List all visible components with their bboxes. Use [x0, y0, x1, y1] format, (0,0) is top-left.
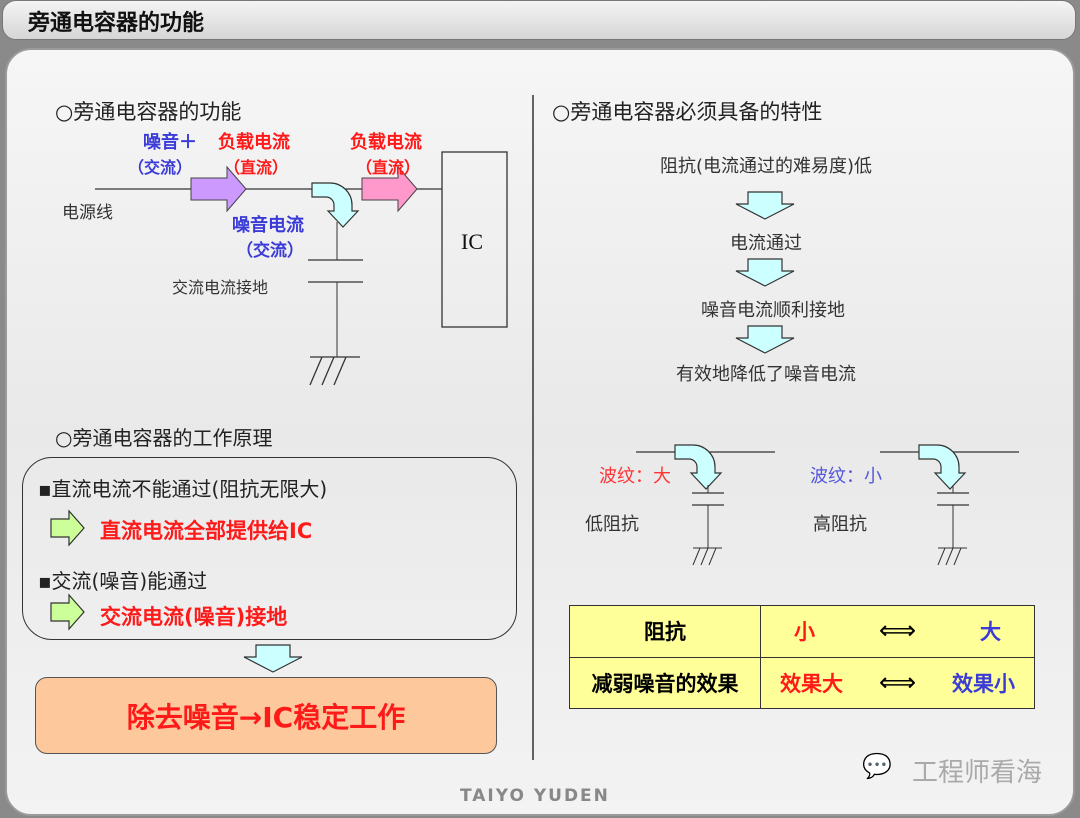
noise-plus-load-arrow — [190, 165, 247, 213]
label-load-current-2: 负载电流 — [350, 132, 422, 153]
cell-impedance-large: 大 — [980, 620, 1002, 645]
load-current-arrow — [361, 165, 418, 213]
point-ac: ▪交流(噪音)能通过 — [38, 569, 208, 593]
down-arrow-1 — [735, 191, 795, 220]
label-load-dc-1: （直流） — [224, 158, 289, 177]
cell-impedance-label: 阻抗 — [569, 605, 761, 658]
label-load-dc-2: （直流） — [356, 158, 421, 177]
cell-effect-large: 效果大 — [779, 671, 843, 696]
label-power-line: 电源线 — [62, 203, 113, 223]
result-arrow-2 — [50, 593, 85, 631]
label-load-current-1: 负载电流 — [218, 132, 290, 153]
point-dc: ▪直流电流不能通过(阻抗无限大) — [38, 477, 328, 501]
slide-title: 旁通电容器的功能 — [28, 11, 205, 36]
label-ripple-small: 波纹：小 — [810, 466, 882, 487]
label-high-impedance: 高阻抗 — [813, 514, 867, 535]
double-arrow-icon: ⟺ — [878, 667, 917, 698]
cell-effect-label: 减弱噪音的效果 — [569, 656, 761, 709]
double-arrow-icon: ⟺ — [878, 616, 917, 647]
label-ac-ground: 交流电流接地 — [172, 278, 269, 297]
label-low-impedance: 低阻抗 — [585, 514, 639, 535]
title-bar — [2, 0, 1076, 40]
step-2: 电流通过 — [730, 233, 802, 254]
comparison-table: 阻抗 小 ⟺ 大 减弱噪音的效果 效果大 ⟺ 效果小 — [569, 605, 1035, 709]
step-1: 阻抗(电流通过的难易度)低 — [659, 156, 873, 177]
wechat-icon: 💬 — [862, 752, 892, 780]
taiyo-yuden-logo: TAIYO YUDEN — [460, 786, 610, 806]
label-noise-plus: 噪音＋ — [143, 132, 197, 153]
watermark: 工程师看海 — [912, 758, 1043, 788]
result-dc: 直流电流全部提供给IC — [100, 519, 313, 543]
heading-principle: ○旁通电容器的工作原理 — [55, 426, 273, 450]
table-row-effect: 减弱噪音的效果 效果大 ⟺ 效果小 — [569, 656, 1035, 709]
table-row-impedance: 阻抗 小 ⟺ 大 — [569, 605, 1035, 658]
cell-impedance-small: 小 — [793, 620, 815, 645]
label-noise-current: 噪音电流 — [232, 215, 304, 236]
step-4: 有效地降低了噪音电流 — [676, 364, 856, 385]
step-3: 噪音电流顺利接地 — [701, 300, 845, 321]
result-ac: 交流电流(噪音)接地 — [100, 605, 288, 629]
result-arrow-1 — [50, 509, 85, 547]
conclusion-box: 除去噪音→IC稳定工作 — [35, 677, 497, 754]
down-arrow-conclusion — [243, 644, 303, 673]
ic-box — [441, 151, 508, 328]
heading-characteristics: ○旁通电容器必须具备的特性 — [552, 100, 823, 124]
label-noise-ac: （交流） — [128, 158, 193, 177]
principle-box — [22, 457, 517, 640]
cell-effect-small: 效果小 — [952, 671, 1016, 696]
down-arrow-2 — [735, 258, 795, 287]
label-ic: IC — [461, 229, 483, 254]
label-ripple-large: 波纹：大 — [599, 466, 671, 487]
down-arrow-3 — [735, 325, 795, 354]
label-noise-current-ac: （交流） — [236, 241, 304, 261]
heading-function: ○旁通电容器的功能 — [55, 100, 242, 124]
